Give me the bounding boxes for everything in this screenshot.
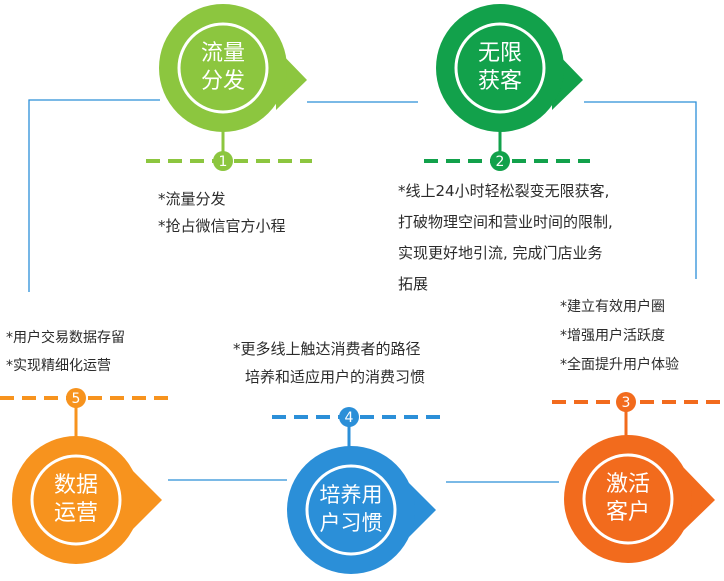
step-5-number-badge <box>66 388 86 408</box>
step-2-title-line1: 无限 <box>478 41 522 66</box>
step-4-bullets: *更多线上触达消费者的路径 培养和适应用户的消费习惯 <box>233 335 425 391</box>
step-1: 1 流量 分发 <box>146 4 312 171</box>
step-5: 5 数据 运营 <box>0 388 168 564</box>
step-1-circle-ring <box>177 22 269 114</box>
step-1-bullet: *抢占微信官方小程 <box>158 217 286 235</box>
step-2-number: 2 <box>496 154 505 170</box>
step-4-number-badge <box>339 407 359 427</box>
step-3-bullet: *增强用户活跃度 <box>560 328 665 344</box>
step-2-circle-ring <box>454 22 546 114</box>
step-4: 4 培养用 户习惯 <box>272 407 440 574</box>
connector-2-to-3 <box>584 101 697 279</box>
step-3-bullets: *建立有效用户圈 *增强用户活跃度 *全面提升用户体验 <box>560 293 679 380</box>
step-1-title-line2: 分发 <box>201 69 245 94</box>
step-1-bullets: *流量分发 *抢占微信官方小程 <box>158 186 286 240</box>
step-5-circle-ring <box>30 454 122 546</box>
step-2-bullet: 拓展 <box>398 275 429 293</box>
step-3-circle-pointer <box>684 468 715 530</box>
step-3-number-badge <box>616 392 636 412</box>
step-4-circle-ring <box>305 464 397 556</box>
connector-5-to-1 <box>28 99 160 292</box>
step-5-bullets: *用户交易数据存留 *实现精细化运营 <box>6 324 125 380</box>
step-2-title-line2: 获客 <box>478 69 522 94</box>
step-3: 3 激活 客户 <box>552 392 720 563</box>
step-5-title-line1: 数据 <box>54 473 98 498</box>
step-4-bullet: 培养和适应用户的消费习惯 <box>245 368 426 386</box>
step-4-number: 4 <box>345 410 354 426</box>
step-2-bullets: *线上24小时轻松裂变无限获客, 打破物理空间和营业时间的限制, 实现更好地引流… <box>398 176 613 300</box>
step-1-title-line1: 流量 <box>201 41 245 66</box>
step-2-bullet: *线上24小时轻松裂变无限获客, <box>398 182 610 200</box>
step-2-bullet: 实现更好地引流, 完成门店业务 <box>398 244 603 262</box>
step-4-bullet: *更多线上触达消费者的路径 <box>233 340 421 358</box>
step-3-title-line2: 客户 <box>606 500 650 525</box>
step-3-circle-ring <box>582 453 674 545</box>
step-1-number-badge <box>213 151 233 171</box>
step-2-number-badge <box>490 151 510 171</box>
step-3-title-line1: 激活 <box>606 472 650 497</box>
step-1-bullet: *流量分发 <box>158 190 226 208</box>
step-5-title-line2: 运营 <box>54 501 98 526</box>
step-4-title-line1: 培养用 <box>320 483 383 507</box>
step-5-bullet: *用户交易数据存留 <box>6 330 125 346</box>
step-2-bullet: 打破物理空间和营业时间的限制, <box>398 213 613 231</box>
step-5-circle-pointer <box>130 468 162 532</box>
step-4-title-line2: 户习惯 <box>320 511 383 535</box>
step-1-number: 1 <box>219 154 228 170</box>
step-3-bullet: *建立有效用户圈 <box>560 299 665 315</box>
step-5-number: 5 <box>72 391 81 407</box>
step-3-number: 3 <box>622 395 631 411</box>
step-5-bullet: *实现精细化运营 <box>6 358 111 374</box>
step-3-bullet: *全面提升用户体验 <box>560 357 679 373</box>
step-2: 2 无限 获客 <box>424 4 590 171</box>
